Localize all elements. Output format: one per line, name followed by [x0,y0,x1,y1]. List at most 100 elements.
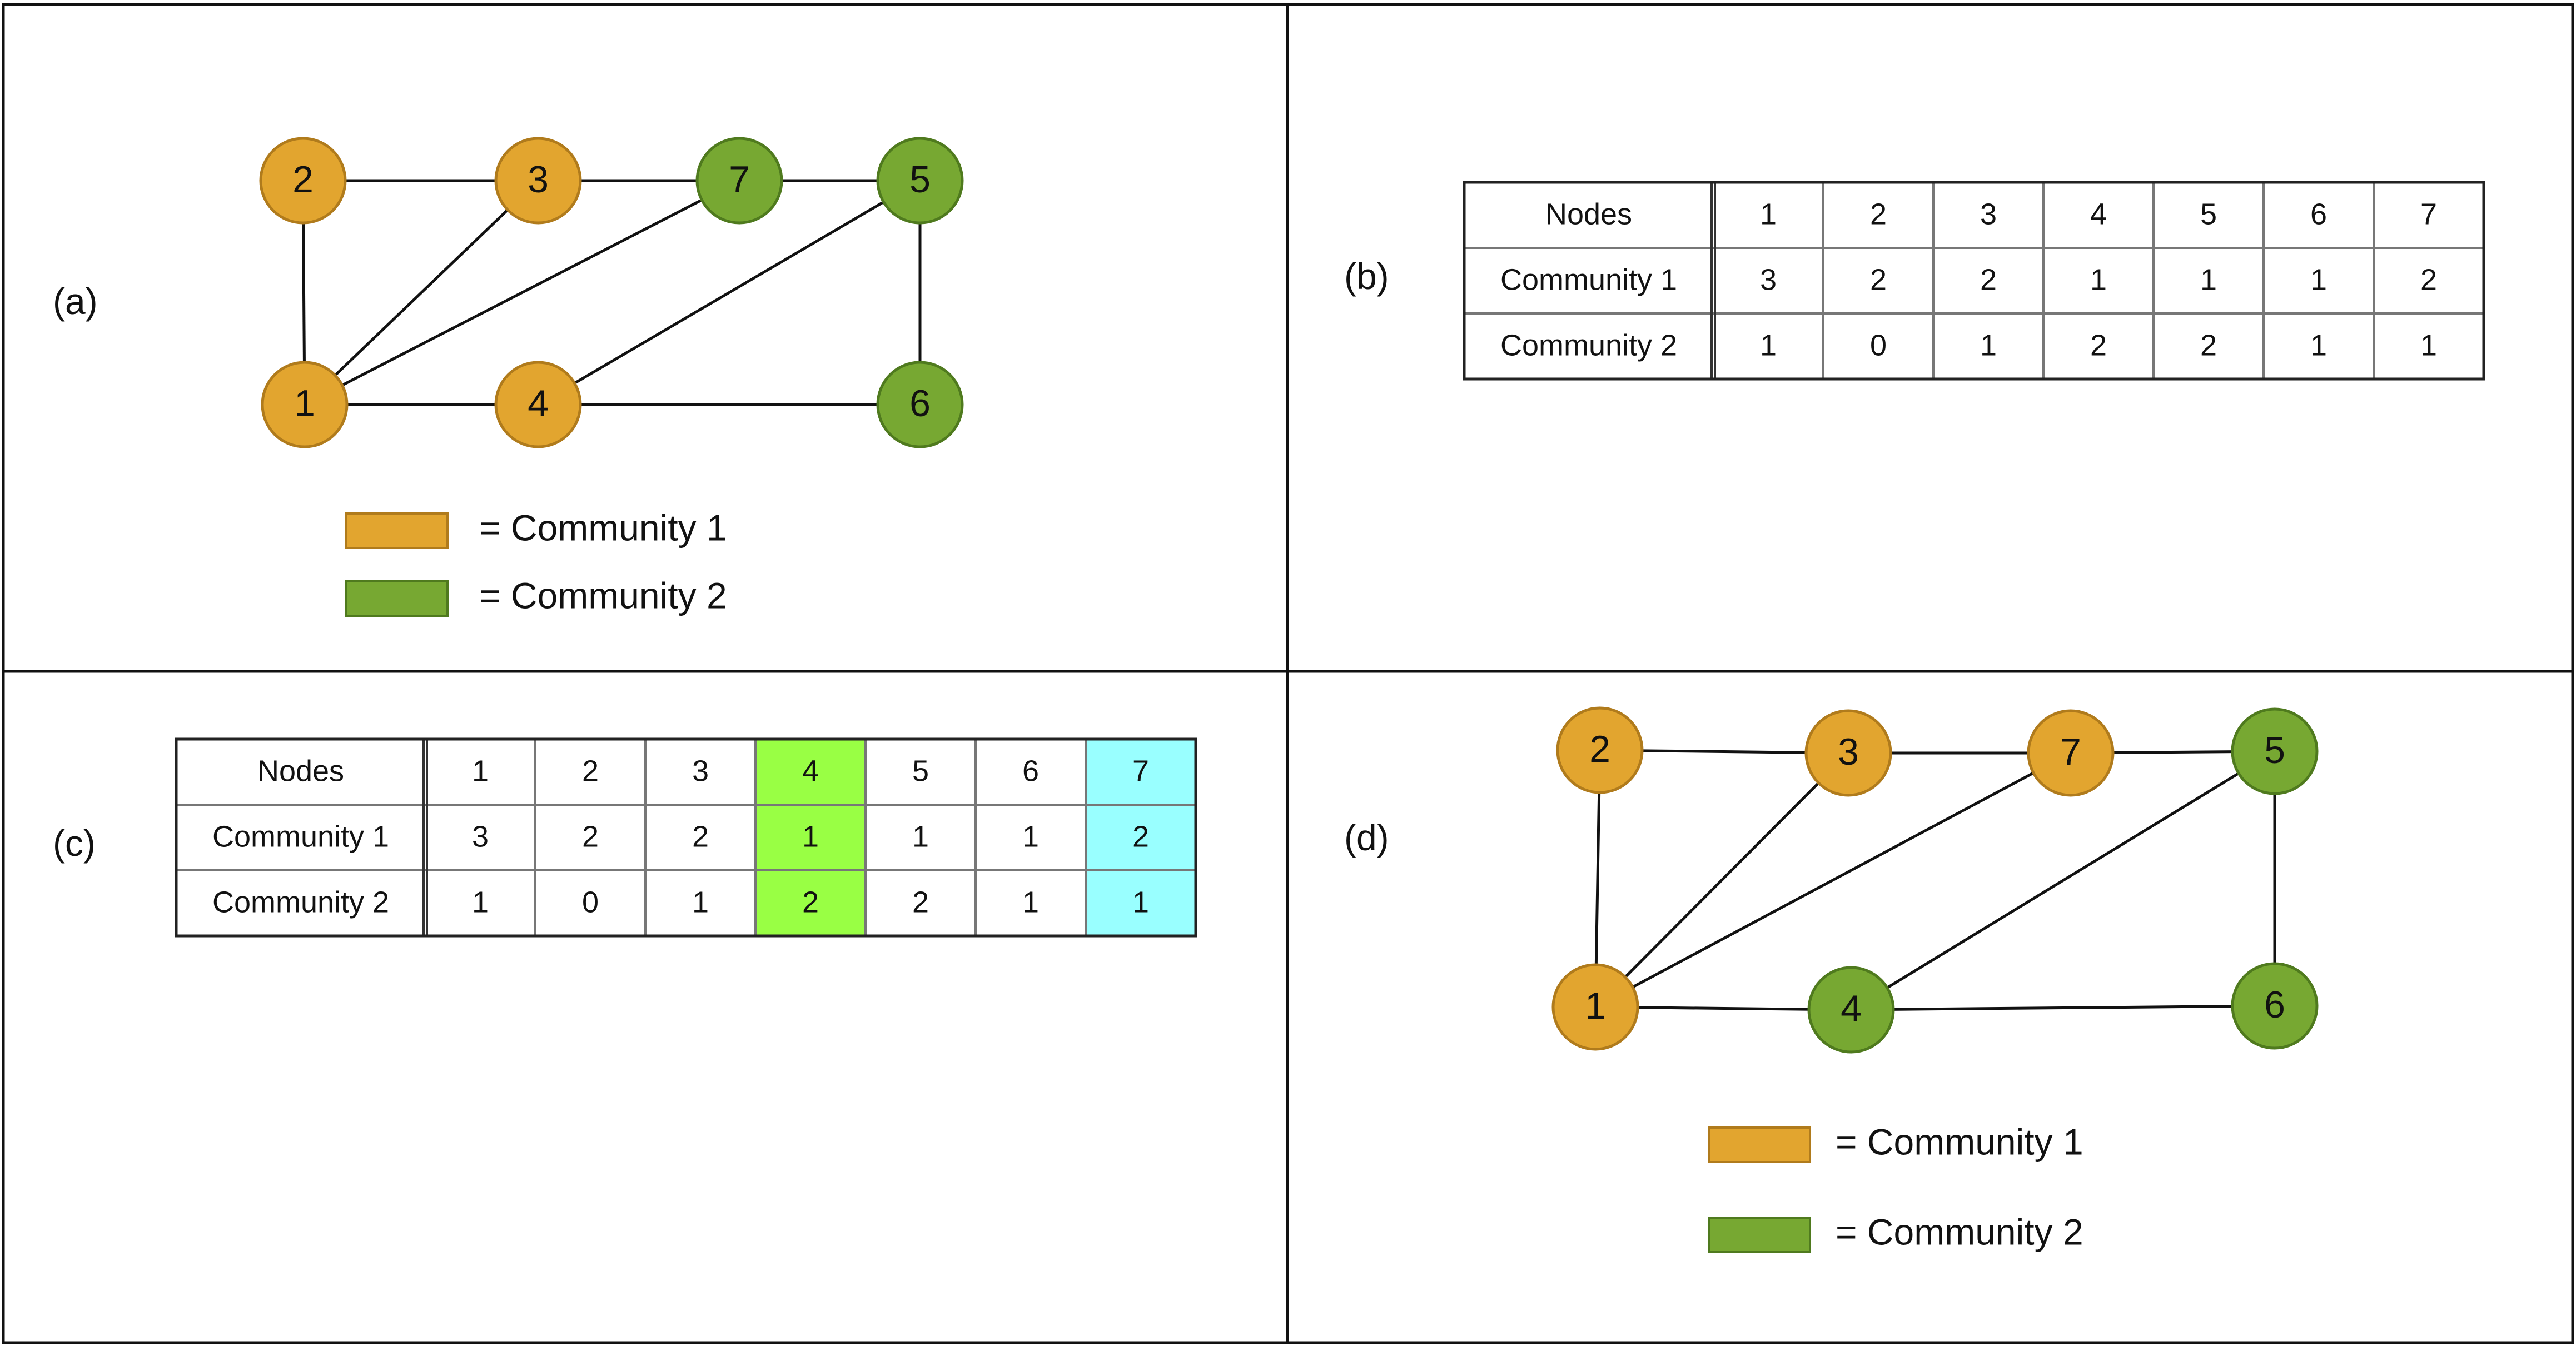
panel-a-node-7-label: 7 [729,158,750,201]
panel-d-node-1: 1 [1551,963,1639,1051]
panel-d-node-2: 2 [1556,706,1644,794]
panel-a-node-6-circle [876,361,964,448]
panel-c-header-node-4: 4 [802,754,819,787]
panel-b-row-label-2: Community 2 [1500,328,1677,362]
panel-c-cell-1-1: 3 [472,820,489,853]
panel-d-edge-4-5 [1850,750,2276,1011]
panel-b-cell-1-4: 1 [2090,263,2107,296]
panel-d-node-2-circle [1556,706,1644,794]
panel-c-cell-1-7: 2 [1132,820,1149,853]
panel-a-node-1-circle [261,361,349,448]
panel-b-cell-1-7: 2 [2420,263,2437,296]
panel-b-cell-1-3: 2 [1980,263,1997,296]
panel-d-node-3-circle [1804,709,1892,797]
panel-d-node-5-label: 5 [2264,729,2285,771]
panel-c-row-label-2: Community 2 [212,885,389,919]
panel-d-node-7-label: 7 [2060,731,2081,773]
panel-c-cell-1-4: 1 [802,820,819,853]
panel-a-node-4-circle [494,361,582,448]
panel-d-node-7: 7 [2027,709,2115,797]
panel-a-node-2: 2 [259,137,347,225]
panel-a-graph: 2 3 7 5 1 4 6 [259,137,964,448]
panel-b-cell-1-2: 2 [1870,263,1887,296]
panel-c-cell-1-3: 2 [692,820,709,853]
panel-d-node-1-label: 1 [1585,985,1606,1027]
panel-b-cell-2-7: 1 [2420,328,2437,362]
panel-b-cell-1-6: 1 [2310,263,2327,296]
panel-d-legend-text-1: = Community 1 [1836,1121,2083,1162]
panel-c-cell-2-1: 1 [472,885,489,919]
panel-a-legend: = Community 1 = Community 2 [345,507,727,617]
panel-a-frame [2,3,1289,673]
panel-a-node-7: 7 [695,137,783,225]
panel-b-cell-2-2: 0 [1870,328,1887,362]
panel-d-edge-1-7 [1594,751,2072,1009]
panel-b-cell-1-1: 3 [1760,263,1777,296]
panel-d-node-5-circle [2231,707,2319,795]
panel-b-table-border [1463,181,2485,381]
panel-d-node-5: 5 [2231,707,2319,795]
panel-a-node-1: 1 [261,361,349,448]
panel-d-node-3-label: 3 [1838,731,1859,773]
panel-c-row-label-1: Community 1 [212,820,389,853]
panel-c-highlight-col-4 [755,739,866,936]
panel-d-node-2-label: 2 [1589,728,1610,770]
panel-a-node-4-label: 4 [528,382,549,425]
panel-c-header-node-3: 3 [692,754,709,787]
panel-b-header-node-4: 4 [2090,197,2107,231]
panel-c-cell-2-2: 0 [582,885,599,919]
panel-c-highlight-col-7 [1086,739,1196,936]
panel-a-node-2-circle [259,137,347,225]
panel-a-node-1-label: 1 [294,382,315,425]
panel-c-cell-2-4: 2 [802,885,819,919]
panel-d-legend-text-2: = Community 2 [1836,1211,2083,1252]
panel-a-node-6-label: 6 [909,382,931,425]
panel-d-node-7-circle [2027,709,2115,797]
panel-d-legend-swatch-1 [1708,1126,1811,1163]
panel-d-node-3: 3 [1804,709,1892,797]
panel-a-label: (a) [53,281,98,322]
panel-b-header-node-3: 3 [1980,197,1997,231]
panel-b-header-node-5: 5 [2200,197,2217,231]
panel-d-node-1-circle [1551,963,1639,1051]
panel-b-header-nodes: Nodes [1545,197,1632,231]
panel-a-legend-text-1: = Community 1 [479,507,727,548]
panel-b-header-node-1: 1 [1760,197,1777,231]
panel-c-header-nodes: Nodes [257,754,344,787]
panel-c-header-node-7: 7 [1132,754,1149,787]
panel-b-header-node-6: 6 [2310,197,2327,231]
panel-c-cell-2-6: 1 [1022,885,1039,919]
panel-b-label: (b) [1344,256,1389,297]
panel-b-frame [1286,3,2574,673]
panel-a-legend-text-2: = Community 2 [479,575,727,616]
panel-d-node-6: 6 [2231,962,2319,1050]
panel-c-cell-2-3: 1 [692,885,709,919]
panel-a-node-3: 3 [494,137,582,225]
panel-a-node-5-label: 5 [909,158,931,201]
panel-c-header-node-2: 2 [582,754,599,787]
panel-b-row-label-1: Community 1 [1500,263,1677,296]
panel-d-node-6-circle [2231,962,2319,1050]
panel-c-cell-1-5: 1 [912,820,929,853]
panel-a-node-4: 4 [494,361,582,448]
panel-b-cell-2-4: 2 [2090,328,2107,362]
panel-a-node-2-label: 2 [292,158,314,201]
panel-b-cell-2-6: 1 [2310,328,2327,362]
panel-c-header-node-6: 6 [1022,754,1039,787]
panel-c-header-node-1: 1 [472,754,489,787]
panel-c-cell-1-2: 2 [582,820,599,853]
panel-a-legend-swatch-2 [345,580,449,617]
panel-b-header-node-2: 2 [1870,197,1887,231]
panel-b-header-node-7: 7 [2420,197,2437,231]
panel-a-node-5-circle [876,137,964,225]
panel-c-table-border [175,737,1197,938]
panel-d-legend: = Community 1 = Community 2 [1708,1121,2083,1253]
panel-d-node-6-label: 6 [2264,984,2285,1026]
panel-a-node-6: 6 [876,361,964,448]
panel-a-legend-swatch-1 [345,512,449,549]
panel-d-node-4-circle [1807,966,1895,1054]
